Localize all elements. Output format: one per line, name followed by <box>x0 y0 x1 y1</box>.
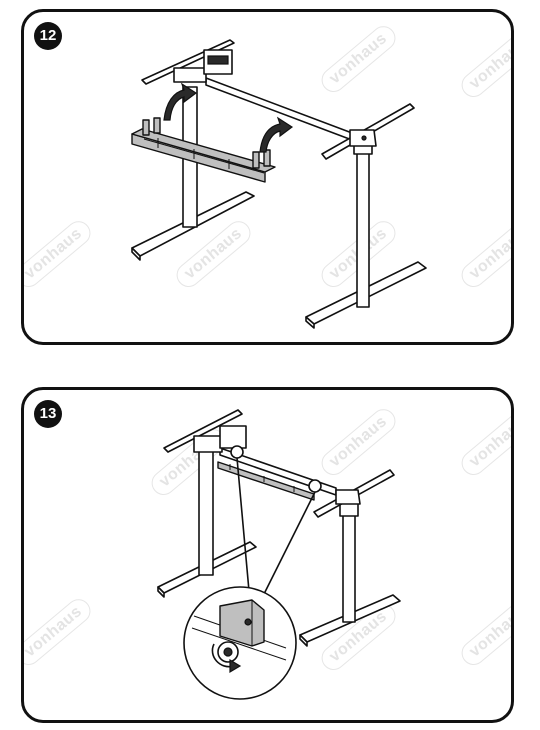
step-12-panel: 12 vonhaus vonhaus vonhaus vonhaus vonha… <box>21 9 514 345</box>
step-number-badge: 13 <box>34 400 62 428</box>
rotate-arrow-icon <box>229 658 242 674</box>
curved-arrow-icon <box>259 116 294 153</box>
magnifier-inset <box>183 586 297 700</box>
screw-icon <box>230 445 244 459</box>
curved-arrow-icon <box>163 82 198 121</box>
step-13-panel: 13 vonhaus vonhaus vonhaus vonhaus vonha… <box>21 387 514 723</box>
desk-frame-illustration <box>131 39 427 329</box>
desk-frame-illustration <box>157 409 401 700</box>
screw-icon <box>308 479 322 493</box>
step-number-badge: 12 <box>34 22 62 50</box>
